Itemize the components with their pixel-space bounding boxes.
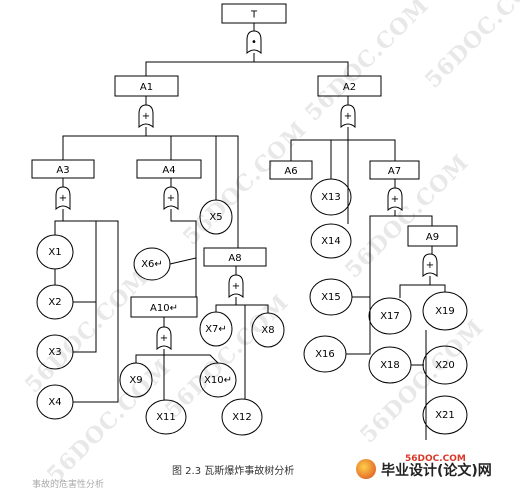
logo-badge-icon (356, 459, 376, 479)
connector-line (164, 354, 219, 364)
connector-line (254, 61, 349, 76)
event-a2-box (317, 75, 382, 97)
event-x12-label: X12 (232, 412, 252, 423)
event-x21-label: X21 (435, 410, 455, 421)
event-x7-label: X7↵ (205, 324, 227, 335)
gate-a3-or (55, 186, 71, 211)
event-x1-label: X1 (48, 247, 61, 258)
gate-a1-or (138, 104, 154, 129)
event-a9-label: A9 (426, 232, 439, 243)
event-x11-circle (145, 399, 187, 435)
event-x5-label: X5 (209, 212, 222, 223)
event-x14-circle (310, 223, 352, 259)
connector-line (62, 127, 147, 160)
gate-a9-or (422, 253, 438, 278)
event-a8-label: A8 (228, 253, 241, 264)
event-x21-circle (422, 395, 468, 435)
event-x14-label: X14 (321, 236, 341, 247)
connector-line (236, 304, 269, 313)
event-a7-label: A7 (388, 166, 401, 177)
event-x16-label: X16 (315, 349, 335, 360)
event-x12-circle (221, 398, 263, 436)
gate-a10-or (156, 326, 172, 351)
gate-a2-or (340, 104, 356, 129)
event-x18-label: X18 (380, 360, 400, 371)
event-a3-label: A3 (56, 165, 69, 176)
connector-line (215, 297, 237, 312)
connector-line (346, 210, 396, 355)
event-x20-label: X20 (435, 360, 455, 371)
event-x17-circle (368, 297, 412, 335)
site-logo: 毕业设计(论文)网 (356, 459, 516, 481)
event-x15-label: X15 (321, 292, 341, 303)
figure-caption: 图 2.3 瓦斯爆炸事故树分析 (172, 466, 295, 477)
connector-line (216, 135, 239, 248)
event-t-label: T (250, 10, 258, 21)
connector-line (290, 127, 349, 161)
gate-a8-or (228, 274, 244, 299)
connector-line (73, 221, 97, 353)
gate-a8-or-symbol: + (232, 281, 240, 292)
connector-line (348, 139, 396, 161)
gate-a4-or (163, 186, 179, 211)
event-x3-label: X3 (48, 347, 61, 358)
connector-line (430, 284, 446, 292)
gate-a10-or-symbol: + (160, 333, 168, 344)
connector-line (54, 209, 64, 235)
gate-a1-or-symbol: + (142, 111, 150, 122)
event-x13-label: X13 (321, 192, 341, 203)
connector-line (169, 209, 197, 265)
gate-a4-or-symbol: + (167, 193, 175, 204)
gate-a9-or-symbol: + (426, 260, 434, 271)
event-x4-label: X4 (48, 397, 61, 408)
event-x10-label: X10↵ (204, 375, 232, 386)
event-a2-label: A2 (343, 82, 356, 93)
logo-site-text: 56DOC.COM (405, 454, 466, 464)
event-x8-label: X8 (261, 325, 274, 336)
event-x11-label: X11 (156, 412, 176, 423)
event-x9-label: X9 (129, 375, 142, 386)
connector-line (395, 215, 433, 226)
gate-a7-or (387, 187, 403, 212)
event-a4-label: A4 (162, 165, 175, 176)
connector-line (146, 135, 217, 200)
event-x6-label: X6↵ (141, 259, 163, 270)
event-a1-label: A1 (140, 82, 153, 93)
logo-text: 毕业设计(论文)网 (381, 463, 492, 479)
connector-line (63, 220, 119, 403)
gate-t-and (246, 30, 262, 55)
event-a6-label: A6 (284, 166, 297, 177)
gate-t-and-symbol: • (251, 37, 257, 48)
event-a4-box (136, 159, 202, 179)
event-x2-label: X2 (48, 297, 61, 308)
event-x19-label: X19 (435, 306, 455, 317)
event-x17-label: X17 (380, 311, 400, 322)
event-a10-label: A10↵ (150, 303, 178, 314)
connector-line (135, 349, 165, 363)
event-a8-box (203, 247, 267, 267)
connector-line (145, 53, 255, 76)
gate-a7-or-symbol: + (391, 194, 399, 205)
gate-a2-or-symbol: + (344, 111, 352, 122)
connector-line (399, 276, 431, 298)
gate-a3-or-symbol: + (59, 193, 67, 204)
